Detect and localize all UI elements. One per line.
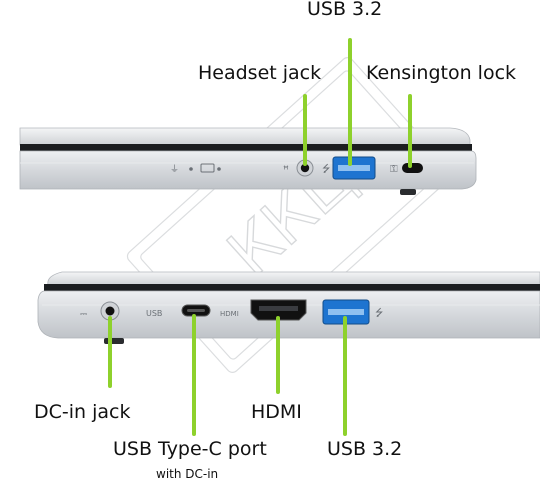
label-usb-3-2-bottom: USB 3.2 <box>327 438 403 460</box>
svg-text:⚿: ⚿ <box>390 164 398 175</box>
label-usb-type-c-port: USB Type-C port <box>113 438 267 460</box>
laptop-right-side: ⏚ ꟸ ⭍ ⚿ <box>19 127 477 195</box>
status-led-icons: ⏚ <box>170 163 221 175</box>
svg-text:⭍: ⭍ <box>322 163 330 175</box>
svg-text:HDMI: HDMI <box>220 310 239 318</box>
svg-text:⏚: ⏚ <box>170 164 179 175</box>
svg-text:⭍: ⭍ <box>375 307 383 319</box>
svg-text:⎓: ⎓ <box>80 310 87 320</box>
svg-text:USB: USB <box>146 309 162 318</box>
svg-text:ꟸ: ꟸ <box>283 165 289 176</box>
label-usb-c-with-dc-in: with DC-in <box>156 467 219 481</box>
usb-type-c-port: USB <box>146 304 211 318</box>
usb-3-2-port-bottom: ⭍ <box>322 299 383 325</box>
label-hdmi: HDMI <box>251 401 302 423</box>
label-kensington-lock: Kensington lock <box>366 62 517 84</box>
label-headset-jack: Headset jack <box>198 62 322 84</box>
callout-lines <box>108 38 412 436</box>
hdmi-port: HDMI <box>220 299 307 321</box>
usb-3-2-port-top: ⭍ <box>322 156 376 180</box>
kensington-lock-slot: ⚿ <box>390 163 423 175</box>
label-dc-in-jack: DC-in jack <box>34 401 131 423</box>
laptop-left-side: ⎓ USB HDMI ⭍ <box>37 271 540 344</box>
label-usb-3-2-top: USB 3.2 <box>307 0 383 20</box>
